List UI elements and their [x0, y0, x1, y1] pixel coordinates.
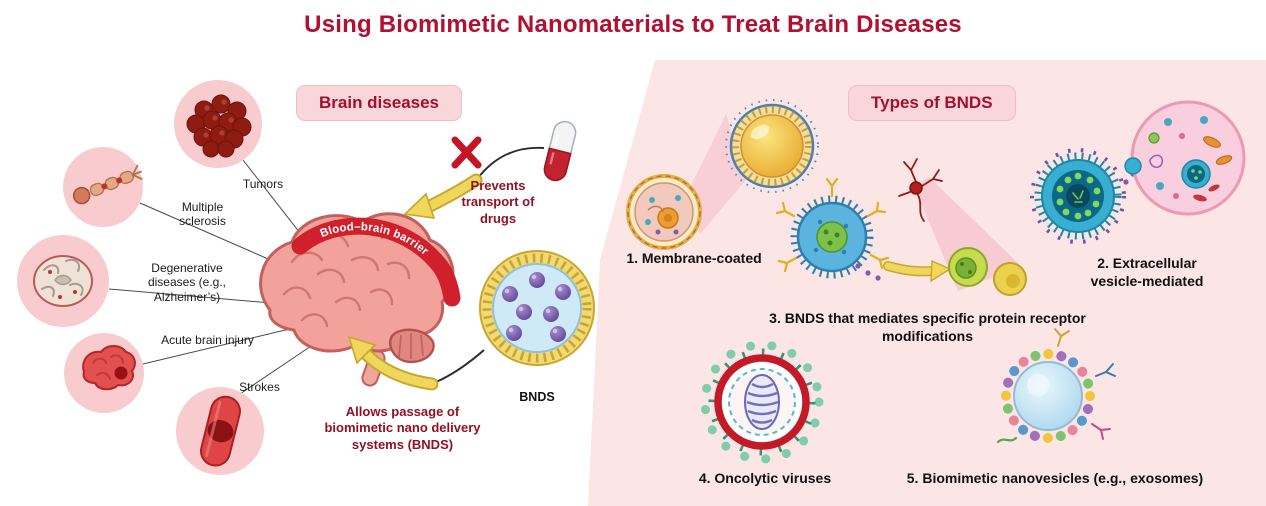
label-tumors: Tumors — [242, 177, 284, 191]
label-oncolytic-viruses: 4. Oncolytic viruses — [698, 470, 832, 486]
neuron-icon — [898, 158, 943, 222]
acute-brain-injury-icon — [64, 333, 144, 413]
label-acute-brain-injury: Acute brain injury — [161, 333, 254, 347]
degenerative-diseases-icon — [17, 235, 109, 327]
label-strokes: Strokes — [239, 380, 280, 394]
prevents-arrow — [403, 146, 545, 219]
oncolytic-virus-icon — [700, 340, 824, 464]
types-of-bnds-header: Types of BNDS — [848, 85, 1016, 121]
membrane-coated-group — [626, 99, 819, 250]
label-protein-receptor: 3. BNDS that mediates specific protein r… — [769, 310, 1086, 344]
label-multiple-sclerosis: Multiple sclerosis — [179, 200, 226, 229]
capsule-icon — [543, 120, 577, 182]
bnds-caption: BNDS — [519, 390, 555, 404]
bnds-sphere — [479, 250, 595, 366]
allows-arrow — [347, 335, 485, 391]
tumors-icon — [174, 80, 262, 168]
signal-beam — [914, 177, 1021, 291]
brain-diseases-header: Brain diseases — [296, 85, 463, 121]
ev-mediated-group — [1030, 100, 1246, 244]
allows-passage-note: Allows passage of biomimetic nano delive… — [324, 404, 481, 452]
multiple-sclerosis-icon — [63, 147, 143, 227]
label-membrane-coated: 1. Membrane-coated — [626, 250, 762, 266]
blocked-x-icon — [451, 136, 482, 169]
label-degenerative-diseases: Degenerative diseases (e.g., Alzheimer’s… — [147, 261, 227, 304]
label-ev-mediated: 2. Extracellular vesicle-mediated — [1090, 255, 1204, 289]
strokes-icon — [176, 387, 264, 475]
label-biomimetic-nanovesicles: 5. Biomimetic nanovesicles (e.g., exosom… — [906, 470, 1204, 486]
receptor-y-icons — [775, 177, 890, 273]
protein-receptor-group — [775, 158, 1027, 296]
prevents-transport-note: Prevents transport of drugs — [461, 178, 535, 226]
figure-title: Using Biomimetic Nanomaterials to Treat … — [304, 11, 962, 38]
nanovesicle-icon — [996, 328, 1116, 444]
